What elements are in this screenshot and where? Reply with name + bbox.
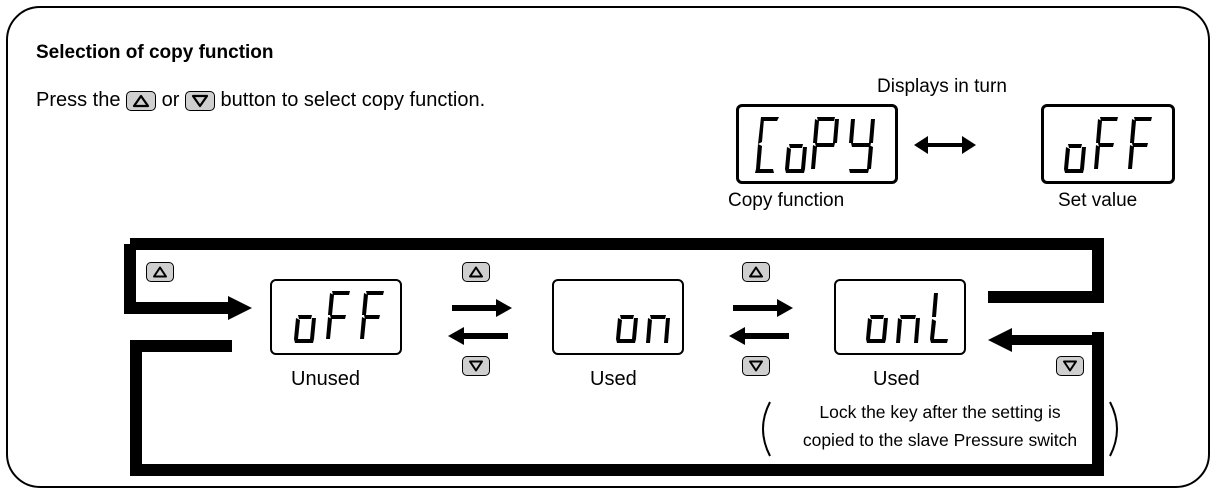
lcd-state-off [270,279,402,355]
displays-in-turn-caption: Displays in turn [877,76,1007,97]
up-button-icon [126,90,157,111]
note-line-1: Lock the key after the setting is [819,402,1061,422]
state-label-used-lock: Used [873,368,920,390]
entry-arrow-head [228,296,252,320]
copy-function-label: Copy function [728,190,845,211]
loop-left-entry-path [124,244,232,314]
lcd-state-onl [834,279,966,355]
state-label-used: Used [590,368,637,390]
return-arrow-head [988,328,1012,352]
transition-arrows-2 [729,299,793,345]
lcd-state-on [552,279,684,355]
lcd-off-glyphs [1064,117,1152,173]
instruction-prefix: Press the [36,89,121,112]
down-button-icon [184,90,215,111]
panel-frame [6,6,1210,488]
lcd-onl-glyphs [866,293,948,343]
section-title: Selection of copy function [36,42,274,63]
lock-note: Lock the key after the setting is copied… [760,400,1120,458]
lcd-set-value [1041,104,1175,184]
note-parentheses [762,401,1118,457]
down-button-icon [1056,356,1084,376]
up-button-icon [742,262,770,282]
up-button-icon [146,262,174,282]
instruction-text: Press the or button to select copy funct… [36,89,485,112]
lcd-off-state-glyphs [294,291,384,343]
lcd-copy-glyphs [755,117,875,173]
loop-bottom-path [130,332,1104,476]
lcd-on-glyphs [616,315,670,343]
set-value-label: Set value [1058,190,1138,211]
state-label-unused: Unused [291,368,360,390]
instruction-suffix: button to select copy function. [220,89,486,112]
transition-arrows-1 [448,299,512,345]
note-line-2: copied to the slave Pressure switch [802,430,1078,450]
instruction-or: or [161,89,180,112]
loop-top-path [130,238,1104,303]
down-button-icon [742,356,770,376]
lcd-copy-function [736,104,898,184]
up-button-icon [462,262,490,282]
down-button-icon [462,356,490,376]
